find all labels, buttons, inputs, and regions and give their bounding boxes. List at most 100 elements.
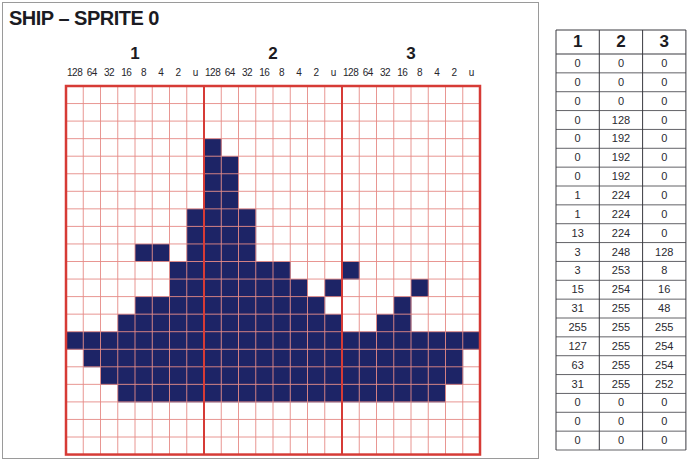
sprite-pixel — [377, 332, 395, 350]
table-cell: 128 — [644, 243, 685, 262]
sprite-pixel — [256, 367, 274, 385]
table-line — [556, 393, 686, 394]
sprite-pixel — [152, 244, 170, 262]
diagram-title: SHIP – SPRITE 0 — [9, 5, 159, 31]
bit-value: u — [182, 66, 208, 80]
table-cell: 224 — [600, 224, 641, 243]
table-cell: 0 — [644, 393, 685, 412]
sprite-pixel — [411, 384, 429, 402]
sprite-pixel — [411, 349, 429, 367]
table-cell: 255 — [600, 318, 641, 337]
table-line — [556, 355, 686, 356]
sprite-pixel — [221, 384, 239, 402]
byte-divider — [203, 86, 205, 455]
grid-border — [66, 86, 480, 455]
table-line — [556, 431, 686, 432]
table-cell: 192 — [600, 129, 641, 148]
bit-value: 8 — [131, 66, 157, 80]
table-cell: 0 — [557, 129, 598, 148]
table-cell: 13 — [557, 224, 598, 243]
table-cell: 3 — [557, 261, 598, 280]
sprite-pixel — [135, 349, 153, 367]
sprite-pixel — [187, 314, 205, 332]
sprite-pixel — [308, 314, 326, 332]
grid-line — [66, 366, 480, 367]
sprite-pixel — [101, 332, 119, 350]
sprite-pixel — [221, 191, 239, 209]
table-cell: 0 — [600, 393, 641, 412]
table-cell: 0 — [644, 167, 685, 186]
grid-line — [66, 243, 480, 244]
byte-number: 3 — [396, 44, 426, 64]
sprite-pixel — [204, 244, 222, 262]
sprite-pixel — [187, 349, 205, 367]
sprite-pixel — [325, 384, 343, 402]
sprite-pixel — [152, 349, 170, 367]
grid-line — [66, 173, 480, 174]
grid-line — [66, 208, 480, 209]
table-cell: 0 — [557, 92, 598, 111]
sprite-pixel — [152, 384, 170, 402]
table-cell: 0 — [557, 393, 598, 412]
bit-value: 64 — [79, 66, 105, 80]
sprite-pixel — [170, 332, 188, 350]
sprite-pixel — [428, 349, 446, 367]
sprite-pixel — [187, 244, 205, 262]
grid-line — [462, 86, 463, 455]
bit-value: 4 — [424, 66, 450, 80]
sprite-pixel — [377, 314, 395, 332]
sprite-pixel — [170, 279, 188, 297]
table-cell: 15 — [557, 280, 598, 299]
table-line — [556, 204, 686, 205]
bit-value: 4 — [286, 66, 312, 80]
table-line — [556, 53, 686, 54]
table-cell: 31 — [557, 299, 598, 318]
table-cell: 0 — [644, 111, 685, 130]
sprite-pixel — [170, 262, 188, 280]
sprite-pixel — [325, 314, 343, 332]
table-header: 3 — [643, 31, 686, 53]
table-cell: 0 — [644, 54, 685, 73]
sprite-pixel — [170, 349, 188, 367]
sprite-pixel — [342, 384, 360, 402]
sprite-pixel — [204, 314, 222, 332]
grid-line — [66, 121, 480, 122]
sprite-pixel — [221, 297, 239, 315]
table-line — [642, 30, 643, 450]
sprite-pixel — [273, 367, 291, 385]
grid-line — [66, 349, 480, 350]
bit-value: 32 — [372, 66, 398, 80]
grid-line — [324, 86, 325, 455]
grid-line — [66, 226, 480, 227]
sprite-pixel — [221, 262, 239, 280]
table-cell: 0 — [557, 148, 598, 167]
grid-line — [66, 314, 480, 315]
sprite-pixel — [187, 384, 205, 402]
panel-frame — [3, 3, 539, 459]
table-cell: 0 — [600, 431, 641, 450]
grid-line — [186, 86, 187, 455]
sprite-pixel — [83, 349, 101, 367]
grid-line — [66, 384, 480, 385]
table-cell: 0 — [644, 431, 685, 450]
sprite-pixel — [411, 367, 429, 385]
table-header: 2 — [599, 31, 642, 53]
sprite-pixel — [256, 349, 274, 367]
sprite-pixel — [135, 244, 153, 262]
sprite-pixel — [273, 384, 291, 402]
bit-value: 64 — [355, 66, 381, 80]
grid-line — [238, 86, 239, 455]
table-line — [556, 110, 686, 111]
byte-number: 1 — [120, 44, 150, 64]
bit-value: 32 — [96, 66, 122, 80]
sprite-pixel — [463, 332, 481, 350]
sprite-pixel — [221, 226, 239, 244]
table-cell: 16 — [644, 280, 685, 299]
bit-value: 2 — [441, 66, 467, 80]
table-cell: 192 — [600, 167, 641, 186]
sprite-pixel — [342, 332, 360, 350]
sprite-pixel — [170, 297, 188, 315]
sprite-pixel — [256, 314, 274, 332]
sprite-pixel — [290, 297, 308, 315]
sprite-pixel — [135, 384, 153, 402]
